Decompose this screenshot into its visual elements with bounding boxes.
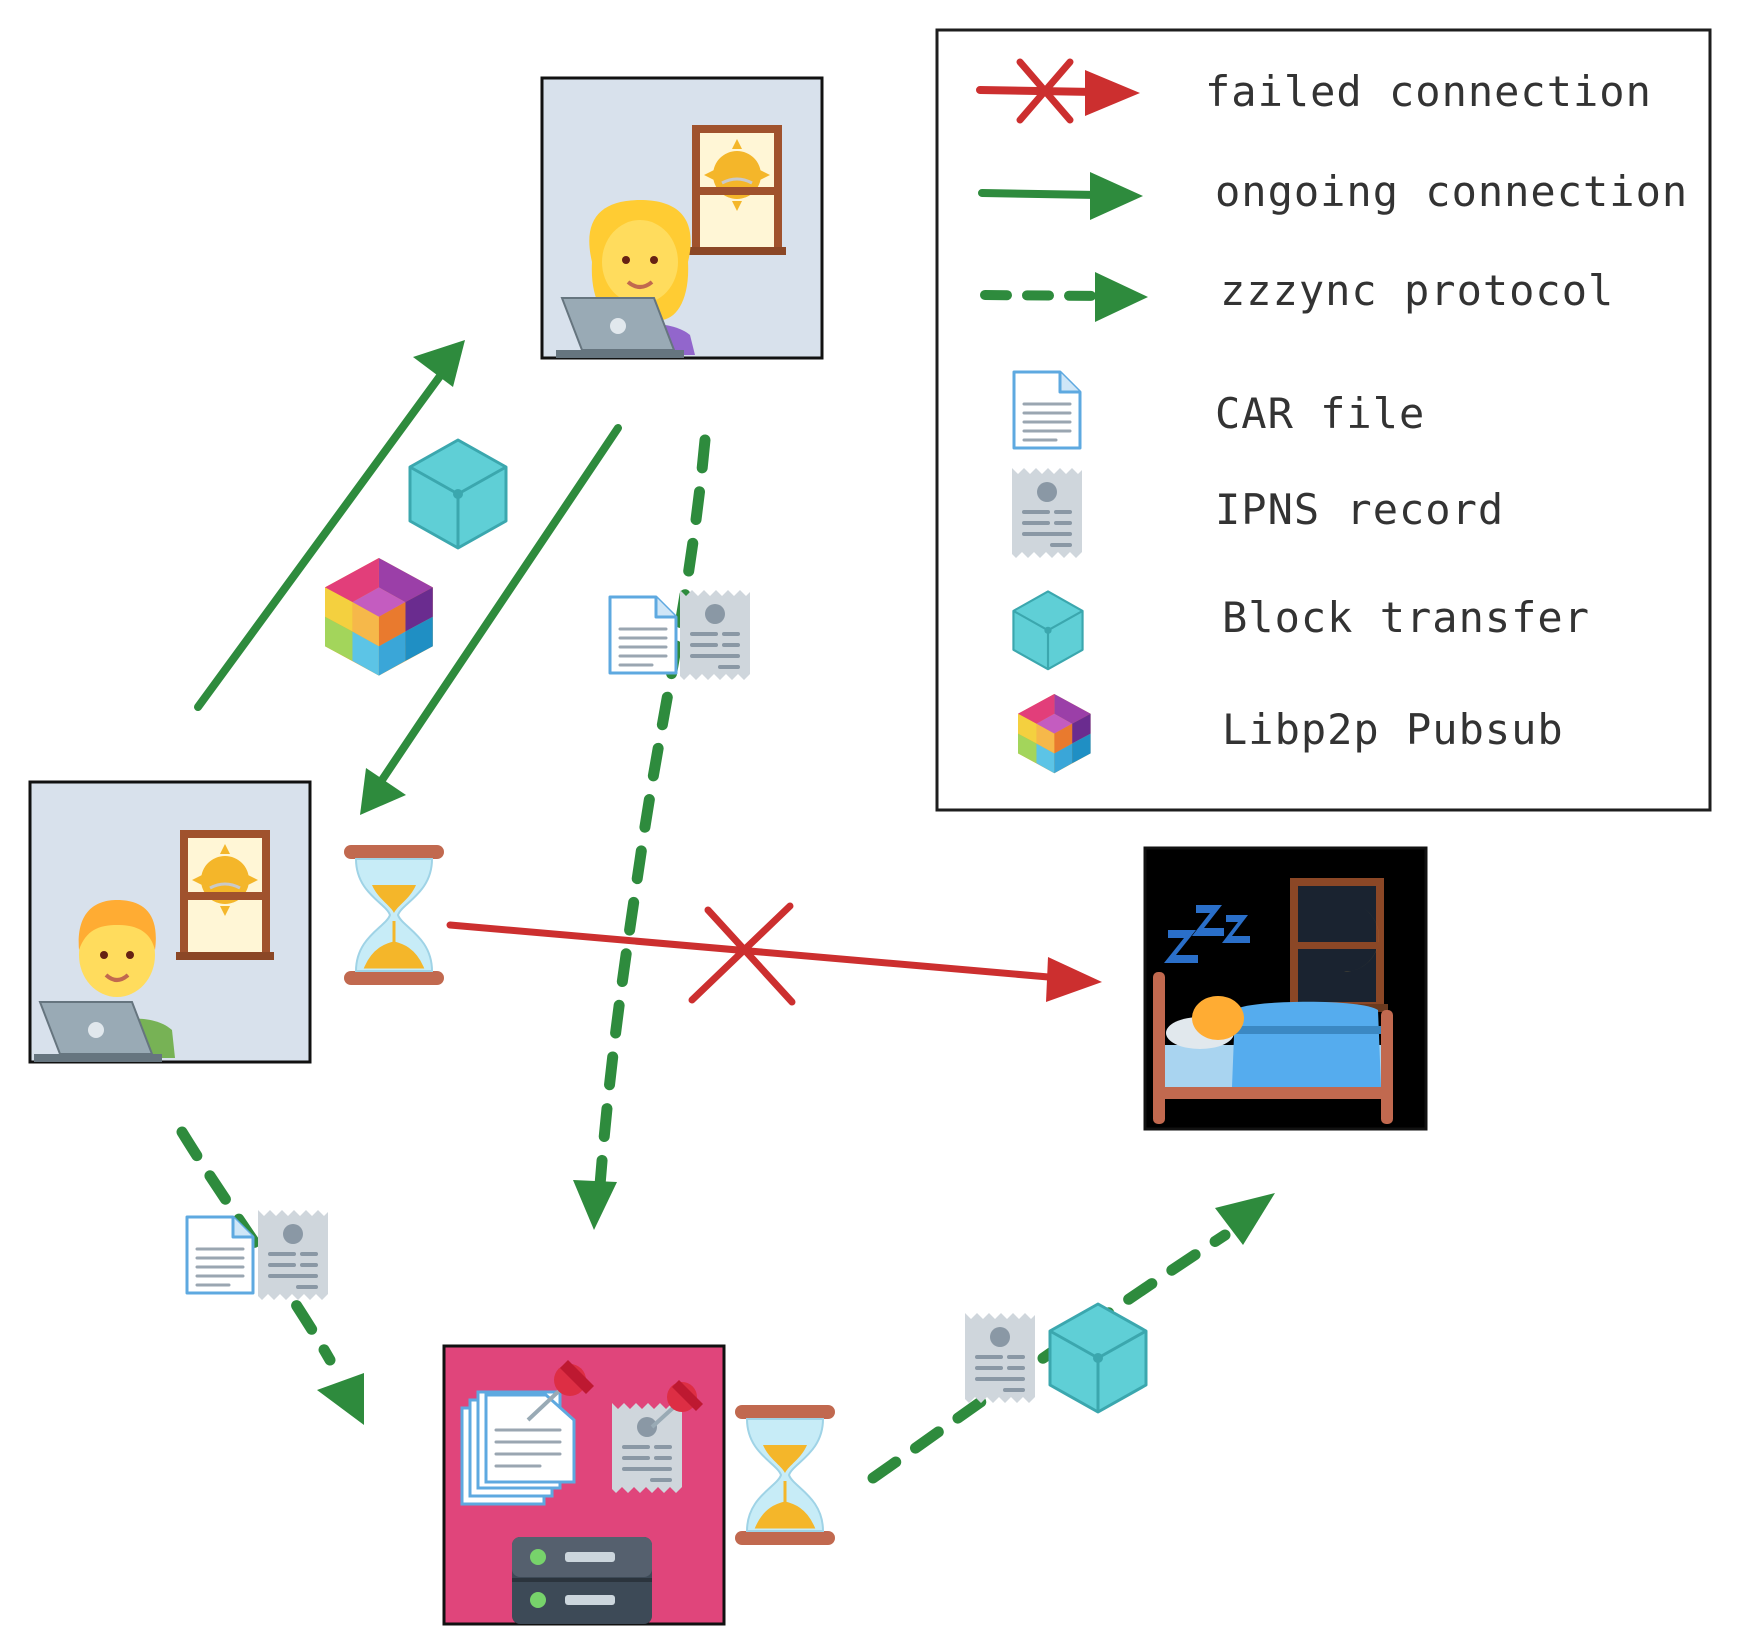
window-sun-icon [686,123,788,257]
zzz-icon [1164,905,1250,963]
pinned-receipt-icon [610,1380,703,1495]
hourglass-icon [342,843,446,987]
cube-icon [408,438,508,550]
window-moon-icon [1286,878,1388,1012]
document-icon [608,595,678,675]
cube-icon [1048,1302,1148,1414]
ongoing-connection-arrow-man-to-woman [194,340,465,711]
dashed-arrow-icon [980,272,1148,322]
libp2p-cube-icon [325,558,433,676]
receipt-icon [963,1311,1037,1405]
zzzync-protocol-arrow-woman-to-server [573,434,711,1230]
document-icon [185,1215,255,1295]
zzzync-protocol-arrow-server-to-sleeping [867,1193,1275,1484]
pinning-server-node [442,1344,726,1626]
hourglass-icon [733,1403,837,1547]
receipt-icon [678,588,752,682]
woman-laptop-node [540,76,824,360]
legend-label-car-file: CAR file [1215,389,1425,438]
server-icon [512,1537,652,1624]
window-sun-icon [174,828,276,962]
legend-label-ongoing-connection: ongoing connection [1215,167,1688,216]
failed-connection-arrow-man-to-sleeping [446,902,1102,1006]
receipt-icon [1010,466,1084,560]
legend-label-libp2p-pubsub: Libp2p Pubsub [1222,705,1564,754]
legend-label-block-transfer: Block transfer [1222,593,1590,642]
pinned-documents-icon [460,1360,594,1506]
document-icon [1012,370,1082,450]
receipt-icon [256,1208,330,1302]
zzzync-protocol-arrow-man-to-server [176,1126,364,1425]
bed-icon [1153,972,1393,1124]
legend-label-failed-connection: failed connection [1205,67,1652,116]
failed-connection-arrow-icon [976,58,1140,124]
legend: failed connection ongoing connection zzz… [935,28,1712,812]
legend-label-ipns-record: IPNS record [1215,485,1504,534]
man-laptop-node [28,780,312,1064]
solid-arrow-icon [978,172,1143,220]
sleeping-node [1143,846,1428,1131]
legend-label-zzzync-protocol: zzzync protocol [1220,266,1614,315]
ongoing-connection-arrow-woman-to-man [360,424,622,815]
